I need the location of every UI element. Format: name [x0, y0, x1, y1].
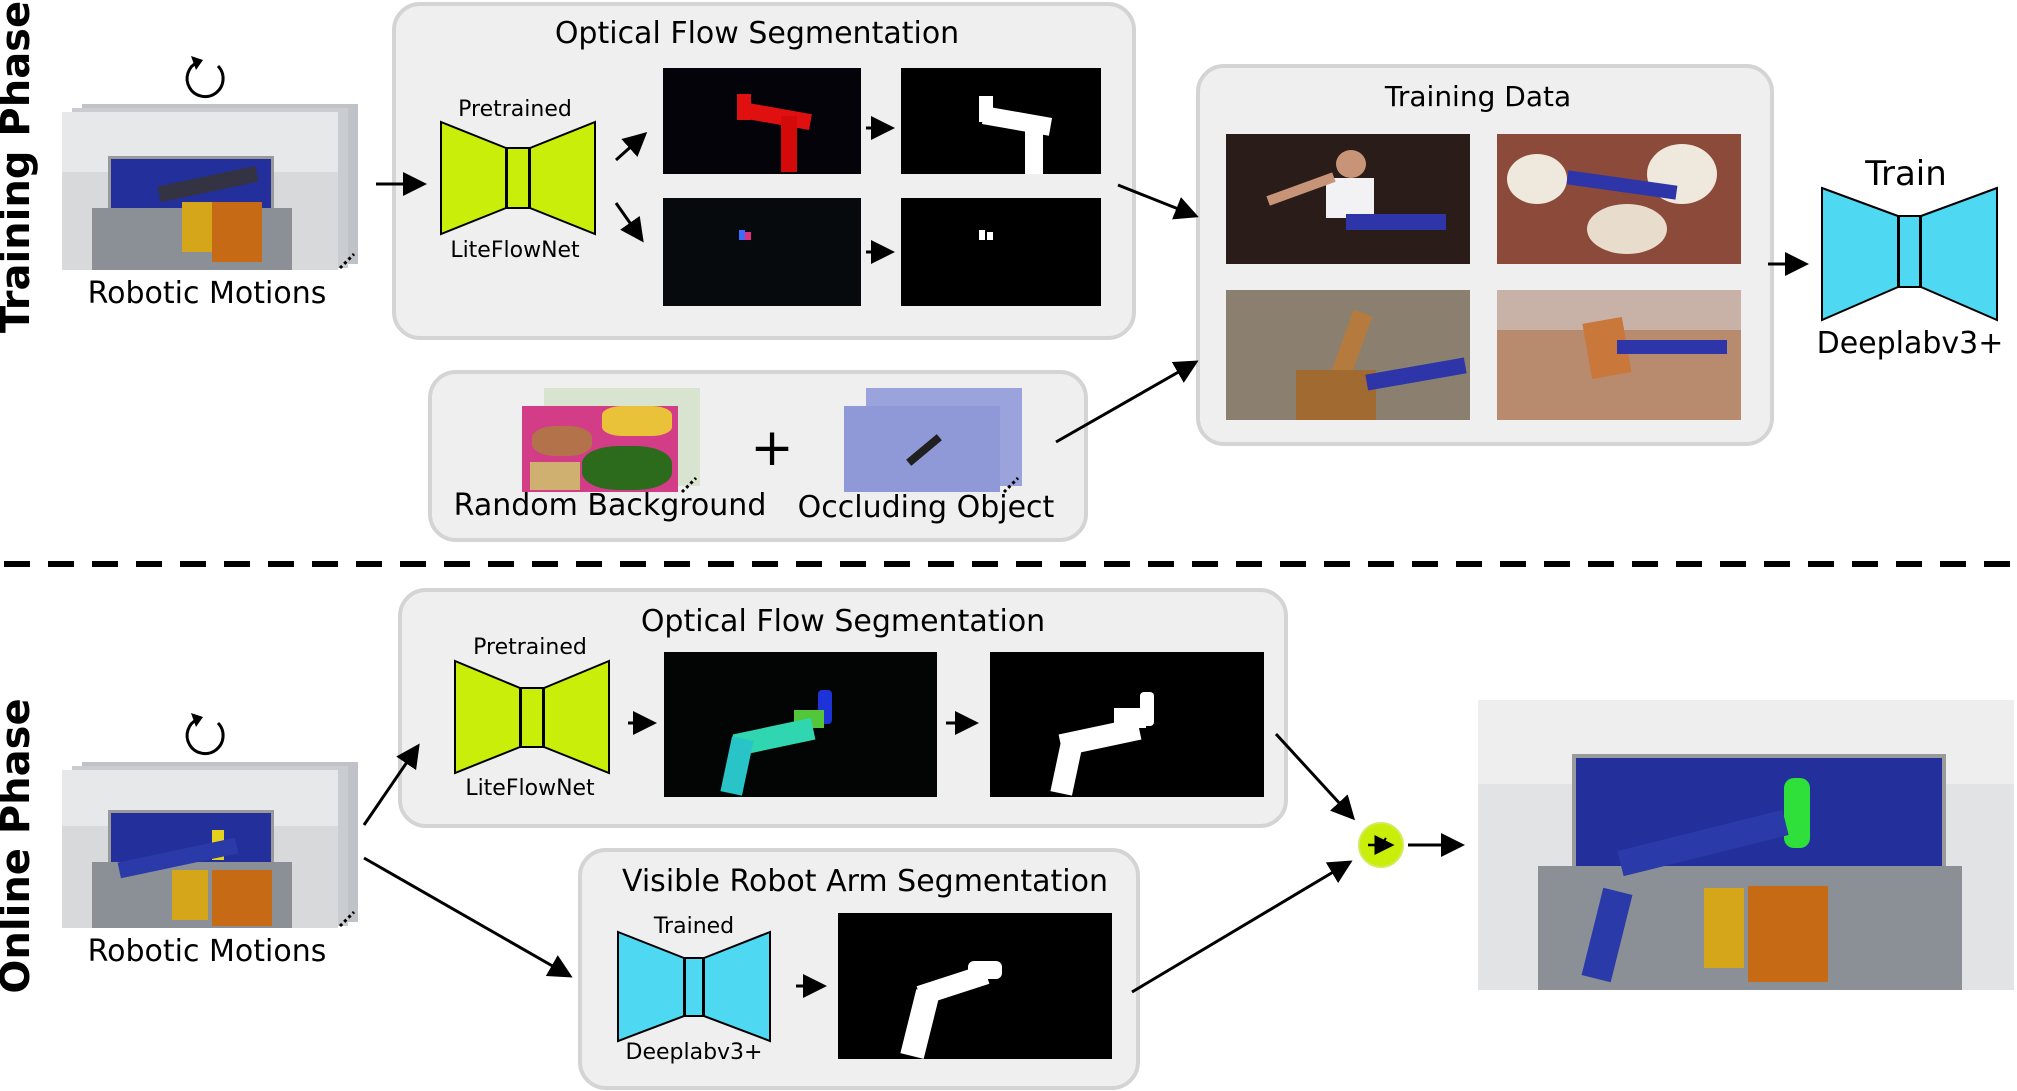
output-overlay-image [1478, 700, 2014, 990]
plus-symbol: + [750, 418, 794, 478]
online-flow-image [664, 652, 937, 797]
training-deeplab-shape [1821, 186, 1998, 322]
random-background-stack [522, 388, 704, 494]
online-robotic-motions-label: Robotic Motions [87, 934, 327, 969]
online-pretrained-label: Pretrained [473, 635, 587, 660]
visible-arm-panel-title: Visible Robot Arm Segmentation [621, 864, 1109, 899]
train-label: Train [1865, 154, 1947, 194]
training-deeplab-label: Deeplabv3+ [1816, 326, 2004, 361]
random-background-label: Random Background [453, 488, 767, 523]
online-flow-panel-title: Optical Flow Segmentation [640, 604, 1046, 639]
training-flow-image-1 [663, 68, 861, 174]
online-trained-label: Trained [653, 914, 735, 939]
online-deeplab-label: Deeplabv3+ [625, 1040, 763, 1065]
online-robot-frames-stack [62, 762, 358, 928]
training-phase-label: Training Phase [0, 0, 39, 334]
training-data-image-blur [1497, 290, 1741, 420]
training-pretrained-label: Pretrained [458, 97, 572, 122]
training-data-image-tennis [1226, 134, 1470, 264]
training-robotic-motions-label: Robotic Motions [87, 276, 327, 311]
occluding-object-stack [844, 388, 1026, 494]
training-flow-image-2 [663, 198, 861, 306]
training-mask-image-2 [901, 198, 1101, 306]
robot-frames-stack [62, 104, 358, 270]
fusion-icon [1358, 822, 1404, 868]
training-mask-image-1 [901, 68, 1101, 174]
online-liteflownet-label: LiteFlowNet [465, 776, 595, 801]
online-mask-image [990, 652, 1264, 797]
online-robot-scene-image [62, 770, 338, 928]
occluding-object-label: Occluding Object [797, 490, 1055, 525]
training-data-image-food [1497, 134, 1741, 264]
robot-scene-image [62, 112, 338, 270]
online-phase-label: Online Phase [0, 698, 39, 994]
training-data-title: Training Data [1384, 80, 1572, 113]
training-liteflownet-label: LiteFlowNet [450, 238, 580, 263]
training-flow-panel-title: Optical Flow Segmentation [554, 16, 960, 51]
visible-arm-mask-image [838, 913, 1112, 1059]
training-data-image-giraffe [1226, 290, 1470, 420]
